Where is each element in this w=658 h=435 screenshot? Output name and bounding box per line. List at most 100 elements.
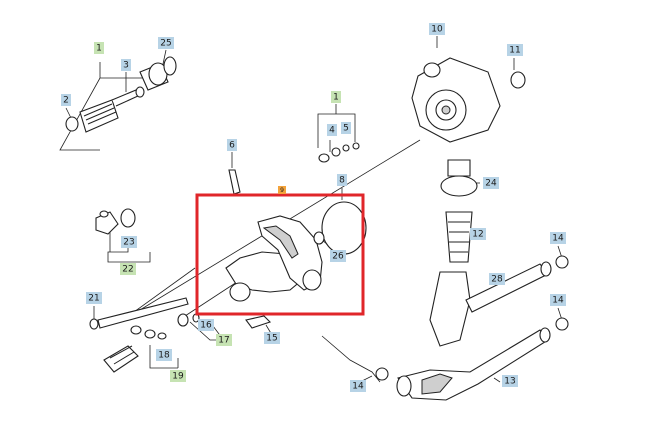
callout-c8: 8	[337, 174, 347, 186]
callout-c3: 3	[121, 59, 131, 71]
callout-box	[94, 42, 104, 54]
callout-number: 23	[123, 238, 134, 248]
callout-number: 13	[504, 377, 515, 387]
callout-c19: 19	[170, 370, 186, 382]
callout-c12: 12	[470, 228, 486, 240]
callout-number: 22	[122, 265, 133, 275]
callout-c1a: 1	[94, 42, 104, 54]
callout-number: 21	[88, 294, 99, 304]
callout-box	[158, 37, 174, 49]
callout-box	[483, 177, 499, 189]
valve-assembly-1	[65, 56, 177, 133]
fittings-16-18	[103, 313, 200, 373]
callout-box	[216, 334, 232, 346]
callout-box	[429, 23, 445, 35]
callout-number: 6	[229, 141, 235, 151]
callout-number: 17	[218, 336, 229, 346]
callout-number: 24	[485, 179, 497, 189]
callout-box	[507, 44, 523, 56]
o-ring-26	[313, 231, 325, 245]
callout-number: 9	[280, 187, 284, 194]
callout-number: 3	[123, 61, 129, 71]
callout-number: 8	[339, 176, 345, 186]
callout-box	[227, 139, 237, 151]
callout-c23: 23	[121, 236, 137, 248]
callout-box	[337, 174, 347, 186]
connector-24	[440, 159, 478, 197]
filter-12	[445, 211, 473, 263]
callout-number: 28	[491, 275, 503, 285]
callout-c6: 6	[227, 139, 237, 151]
o-ring-8	[321, 201, 367, 255]
pipe-13	[396, 327, 551, 401]
callout-number: 1	[96, 44, 102, 54]
callout-c25: 25	[158, 37, 174, 49]
callout-c5: 5	[341, 122, 351, 134]
callout-c9: 9	[278, 186, 286, 194]
callout-c11: 11	[507, 44, 523, 56]
clip-15	[245, 315, 272, 329]
valve-parts-4-5	[318, 142, 360, 163]
callout-c14a: 14	[550, 232, 566, 244]
callout-number: 16	[200, 321, 212, 331]
callout-box	[470, 228, 486, 240]
callout-c4: 4	[327, 124, 337, 136]
callout-c1b: 1	[331, 91, 341, 103]
callout-c22: 22	[120, 263, 136, 275]
callout-c10: 10	[429, 23, 445, 35]
callout-number: 18	[158, 351, 170, 361]
callout-c15: 15	[264, 332, 280, 344]
callout-c16: 16	[198, 319, 214, 331]
oring-14c	[375, 367, 389, 381]
callout-c26: 26	[330, 250, 346, 262]
callout-c14b: 14	[550, 294, 566, 306]
callout-box	[341, 122, 351, 134]
callout-box	[121, 59, 131, 71]
callout-c21: 21	[86, 292, 102, 304]
callout-box	[61, 94, 71, 106]
callout-box	[120, 263, 136, 275]
callout-box	[550, 294, 566, 306]
callout-c28: 28	[489, 273, 505, 285]
callout-number: 11	[509, 46, 520, 56]
callout-box	[156, 349, 172, 361]
bolt-21	[89, 297, 189, 330]
callout-number: 1	[333, 93, 339, 103]
callout-box	[121, 236, 137, 248]
callout-c13: 13	[502, 375, 518, 387]
callout-box	[350, 380, 366, 392]
callout-number: 19	[172, 372, 184, 382]
callout-c24: 24	[483, 177, 499, 189]
callout-number: 25	[160, 39, 171, 49]
highlight-frame	[195, 193, 365, 316]
callout-number: 14	[352, 382, 364, 392]
callout-number: 10	[431, 25, 443, 35]
pump-head-10	[411, 57, 501, 143]
callout-box	[264, 332, 280, 344]
callout-box	[198, 319, 214, 331]
callout-c18: 18	[156, 349, 172, 361]
callout-number: 2	[63, 96, 69, 106]
callout-c17: 17	[216, 334, 232, 346]
callout-number: 12	[472, 230, 483, 240]
pipe-28	[429, 261, 552, 347]
callout-box	[550, 232, 566, 244]
pin-6	[228, 169, 241, 195]
callout-box	[489, 273, 505, 285]
callout-box	[170, 370, 186, 382]
oring-14b	[555, 317, 569, 331]
callout-box	[331, 91, 341, 103]
callout-number: 14	[552, 296, 564, 306]
callout-box	[330, 250, 346, 262]
callout-c2: 2	[61, 94, 71, 106]
callout-number: 15	[266, 334, 277, 344]
seal-11	[510, 71, 526, 89]
callout-box	[327, 124, 337, 136]
callout-number: 4	[329, 126, 335, 136]
callout-number: 5	[343, 124, 349, 134]
callout-box	[278, 186, 286, 194]
pump-housing-9	[225, 215, 323, 302]
callout-c14c: 14	[350, 380, 366, 392]
